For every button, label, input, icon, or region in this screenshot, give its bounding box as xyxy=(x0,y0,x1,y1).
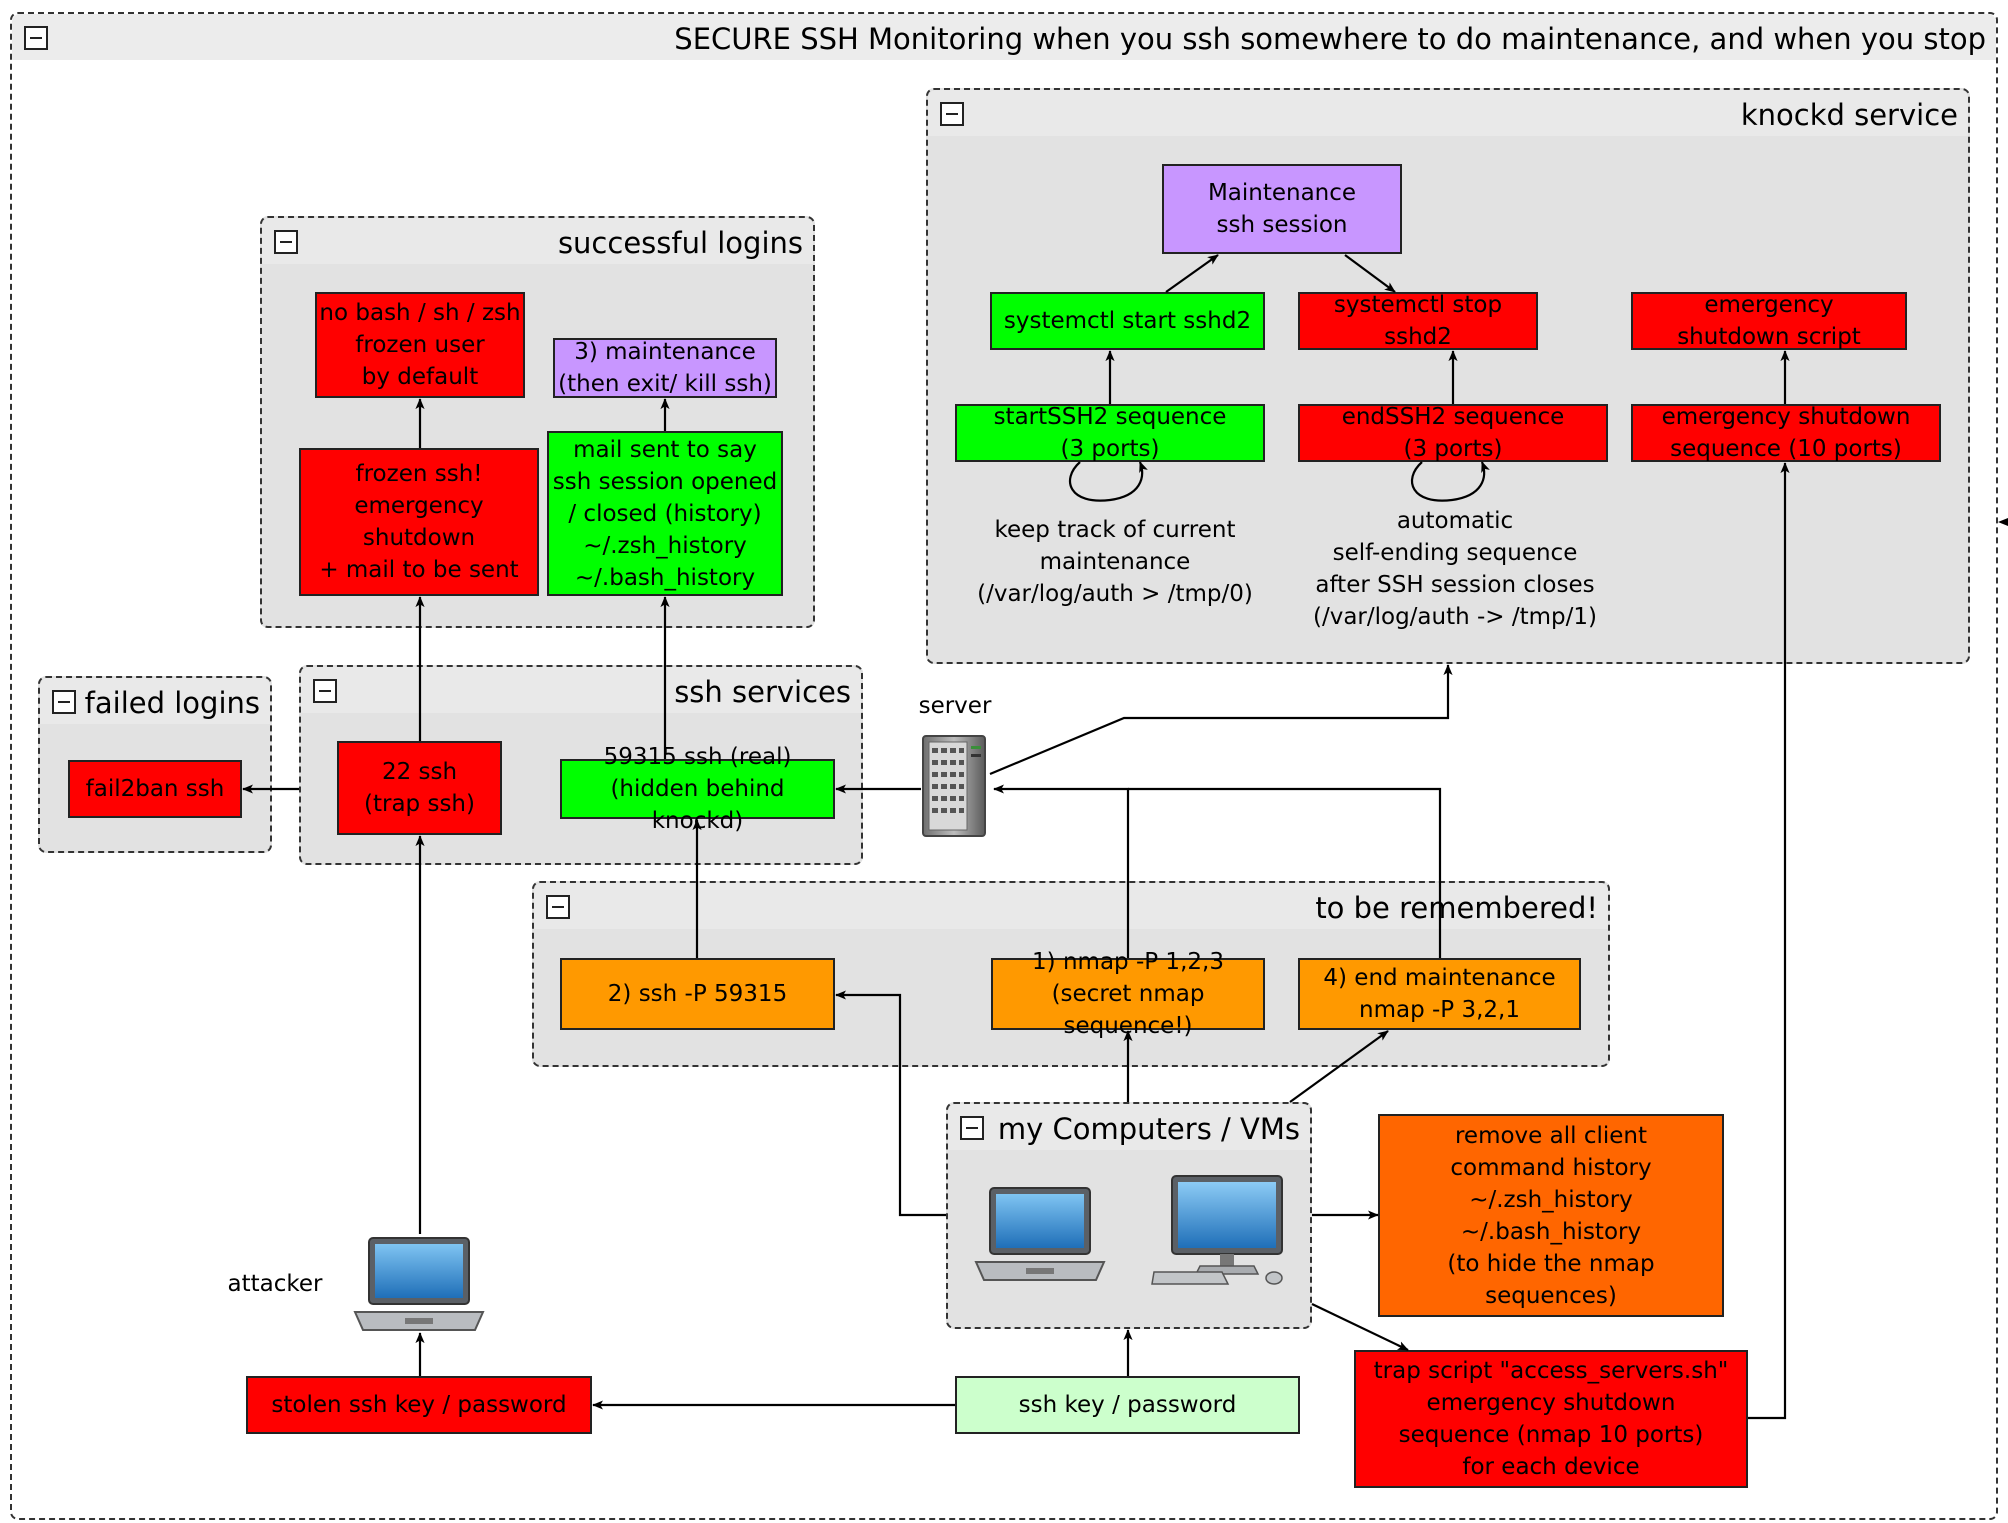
collapse-toggle-services[interactable] xyxy=(313,679,337,703)
systemctl-start-sshd2-node: systemctl start sshd2 xyxy=(990,292,1265,350)
maintenance-ssh-session-node: Maintenance ssh session xyxy=(1162,164,1402,254)
remove-client-history-node: remove all client command history ~/.zsh… xyxy=(1378,1114,1724,1317)
startssh2-sequence-node: startSSH2 sequence (3 ports) xyxy=(955,404,1265,462)
group-title-remember: to be remembered! xyxy=(1315,891,1598,925)
automatic-sequence-label: automatic self-ending sequence after SSH… xyxy=(1312,508,1598,630)
trap-script-node: trap script "access_servers.sh" emergenc… xyxy=(1354,1350,1748,1488)
collapse-toggle-successful[interactable] xyxy=(274,230,298,254)
emergency-shutdown-script-node: emergency shutdown script xyxy=(1631,292,1907,350)
laptop-icon xyxy=(353,1237,485,1331)
emergency-shutdown-sequence-node: emergency shutdown sequence (10 ports) xyxy=(1631,404,1941,462)
no-bash-frozen-user-node: no bash / sh / zsh frozen user by defaul… xyxy=(315,292,525,398)
ssh-59315-real-node: 59315 ssh (real) (hidden behind knockd) xyxy=(560,744,835,834)
group-title-successful: successful logins xyxy=(557,226,803,260)
stolen-ssh-key-node: stolen ssh key / password xyxy=(246,1376,592,1434)
group-title-failed: failed logins xyxy=(84,686,260,720)
ssh-port-59315-node: 2) ssh -P 59315 xyxy=(560,958,835,1030)
maintenance-step3-node: 3) maintenance (then exit/ kill ssh) xyxy=(553,338,777,398)
group-knockd-service: knockd service xyxy=(926,88,1970,664)
group-title-main: SECURE SSH Monitoring when you ssh somew… xyxy=(674,22,1986,56)
partial-arrowhead-right-edge xyxy=(1998,518,2008,526)
group-title-services: ssh services xyxy=(674,675,851,709)
attacker-label: attacker xyxy=(227,1271,323,1297)
keep-track-label: keep track of current maintenance (/var/… xyxy=(977,517,1253,607)
ssh-key-password-node: ssh key / password xyxy=(955,1376,1300,1434)
desktop-icon xyxy=(1151,1175,1283,1285)
nmap-secret-sequence-node: 1) nmap -P 1,2,3 (secret nmap sequence!) xyxy=(991,949,1265,1039)
collapse-toggle-knockd[interactable] xyxy=(940,102,964,126)
collapse-toggle-computers[interactable] xyxy=(960,1116,984,1140)
laptop-icon xyxy=(974,1187,1106,1281)
collapse-toggle-remember[interactable] xyxy=(546,895,570,919)
server-label: server xyxy=(918,693,992,719)
frozen-ssh-emergency-node: frozen ssh! emergency shutdown + mail to… xyxy=(299,448,539,596)
group-title-knockd: knockd service xyxy=(1740,98,1958,132)
systemctl-stop-sshd2-node: systemctl stop sshd2 xyxy=(1298,292,1538,350)
end-maintenance-node: 4) end maintenance nmap -P 3,2,1 xyxy=(1298,958,1581,1030)
ssh-22-trap-node: 22 ssh (trap ssh) xyxy=(337,741,502,835)
collapse-toggle-failed[interactable] xyxy=(52,690,76,714)
server-icon xyxy=(922,735,986,837)
group-title-computers: my Computers / VMs xyxy=(997,1112,1300,1146)
endssh2-sequence-node: endSSH2 sequence (3 ports) xyxy=(1298,404,1608,462)
collapse-toggle-main[interactable] xyxy=(24,26,48,50)
fail2ban-ssh-node: fail2ban ssh xyxy=(68,760,242,818)
mail-sent-node: mail sent to say ssh session opened / cl… xyxy=(547,431,783,596)
